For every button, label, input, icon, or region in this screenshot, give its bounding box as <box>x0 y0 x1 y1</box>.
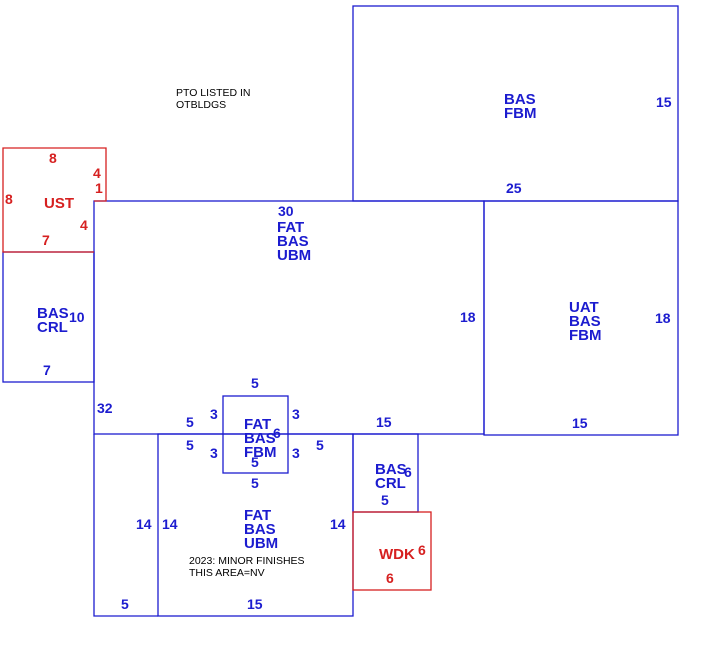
lower-dim-left: 14 <box>162 516 178 532</box>
right-mid-label-1: UAT <box>569 299 599 316</box>
small-sq-dim-left-top: 3 <box>210 406 218 422</box>
lower-dim-bottom: 15 <box>247 596 263 612</box>
ust-label: UST <box>44 195 74 212</box>
pto-note-line1: PTO LISTED IN <box>176 87 251 99</box>
main-dim-right: 18 <box>460 309 476 325</box>
area-small-square-outline <box>222 395 289 474</box>
lower-dim-right: 14 <box>330 516 346 532</box>
wdk-dim-right: 6 <box>418 542 426 558</box>
small-sq-label-1: FAT <box>244 416 271 433</box>
lower-label-2: BAS <box>244 521 276 538</box>
area-right-mid-outline <box>483 200 679 436</box>
small-sq-dim-right-bottom: 3 <box>292 445 300 461</box>
right-mid-dim-bottom: 15 <box>572 415 588 431</box>
area-left-strip-outline <box>93 434 158 617</box>
top-right-dim-bottom: 25 <box>506 180 522 196</box>
area-ust-outline <box>2 147 107 253</box>
small-sq-dim-left-bottom: 3 <box>210 445 218 461</box>
lower-dim-outer-bottom: 5 <box>121 596 129 612</box>
lower-label-1: FAT <box>244 507 271 524</box>
lower-dim-top-left-b: 5 <box>186 437 194 453</box>
lower-dim-notch-top: 15 <box>376 414 392 430</box>
bas-crl-small-dim-right: 6 <box>404 464 412 480</box>
ust-dim-left: 8 <box>5 191 13 207</box>
small-sq-dim-inner-bottom: 5 <box>251 454 259 470</box>
ust-dim-bottom: 7 <box>42 232 50 248</box>
finish-note-line1: 2023: MINOR FINISHES <box>189 555 305 567</box>
ust-dim-top: 8 <box>49 150 57 166</box>
small-sq-label-3: FBM <box>244 444 277 461</box>
main-label-2: BAS <box>277 233 309 250</box>
bas-crl-small-label-2: CRL <box>375 475 406 492</box>
right-mid-label-3: FBM <box>569 327 602 344</box>
main-dim-top: 30 <box>278 203 294 219</box>
lower-dim-top-right: 5 <box>316 437 324 453</box>
small-sq-dim-bottom: 5 <box>251 475 259 491</box>
small-sq-label-2: BAS <box>244 430 276 447</box>
main-label-3: UBM <box>277 247 311 264</box>
lower-label-3: UBM <box>244 535 278 552</box>
main-dim-left: 32 <box>97 400 113 416</box>
ust-dim-right-3: 4 <box>80 217 88 233</box>
bas-crl-small-dim-bottom: 5 <box>381 492 389 508</box>
small-sq-dim-inner-right: 6 <box>273 425 281 441</box>
small-sq-dim-top: 5 <box>251 375 259 391</box>
main-label-1: FAT <box>277 219 304 236</box>
top-right-label-1: BAS <box>504 91 536 108</box>
small-sq-dim-right-top: 3 <box>292 406 300 422</box>
left-crl-label-1: BAS <box>37 305 69 322</box>
bas-crl-small-label-1: BAS <box>375 461 407 478</box>
lower-dim-outer-left: 14 <box>136 516 152 532</box>
ust-dim-right-1: 4 <box>93 165 101 181</box>
top-right-label-2: FBM <box>504 105 537 122</box>
left-crl-label-2: CRL <box>37 319 68 336</box>
left-crl-dim-bottom: 7 <box>43 362 51 378</box>
pto-note-line2: OTBLDGS <box>176 99 226 111</box>
finish-note-line2: THIS AREA=NV <box>189 567 265 579</box>
wdk-label: WDK <box>379 546 415 563</box>
wdk-dim-bottom: 6 <box>386 570 394 586</box>
left-crl-dim-right: 10 <box>69 309 85 325</box>
area-wdk-outline <box>352 511 432 591</box>
top-right-dim-right: 15 <box>656 94 672 110</box>
right-mid-dim-right: 18 <box>655 310 671 326</box>
right-mid-label-2: BAS <box>569 313 601 330</box>
ust-dim-right-2: 1 <box>95 180 103 196</box>
lower-dim-top-left-a: 5 <box>186 414 194 430</box>
